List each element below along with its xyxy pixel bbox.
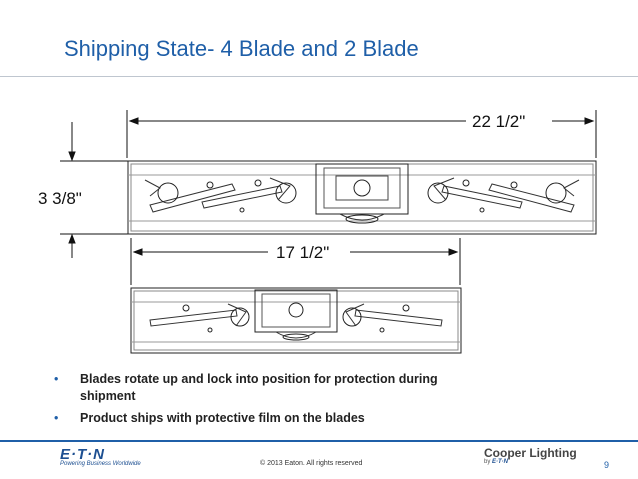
dimension-17-5	[130, 238, 461, 285]
cooper-by-text: by	[484, 459, 491, 465]
cooper-lighting-logo: Cooper Lighting by E·T·N	[484, 446, 577, 465]
dimension-3-375	[60, 122, 128, 258]
bullet-text: Product ships with protective film on th…	[80, 411, 365, 425]
dimension-label-17-5: 17 1/2"	[276, 243, 329, 262]
eaton-tagline: Powering Business Worldwide	[60, 461, 141, 467]
bullet-marker: •	[54, 372, 59, 386]
eaton-logo: E·T·N Powering Business Worldwide	[60, 446, 141, 467]
dimension-label-3-375: 3 3/8"	[38, 189, 82, 208]
bullet-text: Blades rotate up and lock into position …	[80, 372, 438, 403]
dimension-label-22-5: 22 1/2"	[472, 112, 525, 131]
bullet-item: • Product ships with protective film on …	[52, 410, 472, 427]
fixture-2-blade	[130, 287, 462, 354]
title-divider	[0, 76, 638, 77]
footer-divider	[0, 440, 638, 442]
fixture-4-blade	[127, 160, 597, 235]
cooper-by-line: by E·T·N	[484, 459, 577, 465]
bullet-item: • Blades rotate up and lock into positio…	[52, 371, 472, 405]
eaton-logo-text: E·T·N	[60, 446, 105, 463]
bullet-marker: •	[54, 411, 59, 425]
cooper-by-brand: E·T·N	[492, 459, 509, 465]
slide-title: Shipping State- 4 Blade and 2 Blade	[64, 36, 419, 61]
dimension-22-5	[126, 110, 597, 158]
bullet-list: • Blades rotate up and lock into positio…	[52, 371, 472, 432]
cooper-logo-text: Cooper Lighting	[484, 446, 577, 460]
page-number: 9	[604, 460, 610, 470]
copyright-text: © 2013 Eaton. All rights reserved	[260, 460, 363, 467]
